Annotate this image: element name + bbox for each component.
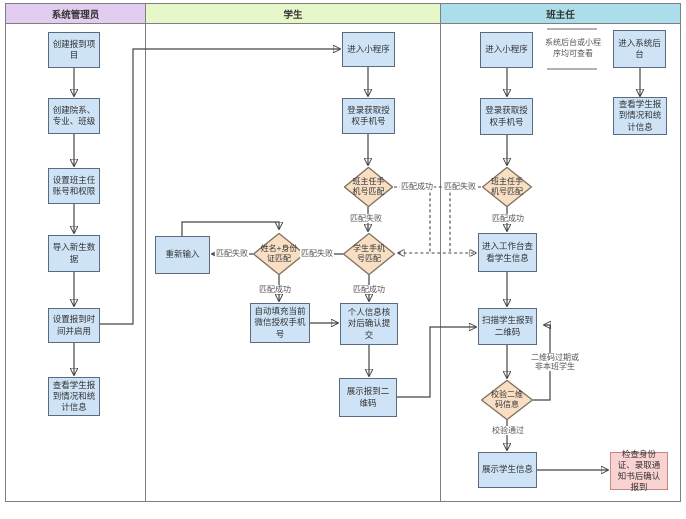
diamond-shape [253, 233, 305, 275]
diamond-shape [482, 167, 532, 207]
admin-set-teacher-account-box: 设置班主任账号和权限 [48, 168, 100, 204]
teacher-verify-qr-decision: 校验二维码信息 [481, 380, 533, 420]
admin-view-stats-box: 查看学生报到情况和统计信息 [48, 377, 100, 416]
teacher-enter-backend-box: 进入系统后台 [613, 30, 666, 68]
edge-label-match-fail: 匹配失败 [349, 214, 383, 224]
teacher-enter-workspace-box: 进入工作台查看学生信息 [478, 233, 537, 272]
edge-label-match-success: 匹配成功 [400, 182, 434, 192]
lane-teacher-title: 班主任 [546, 9, 575, 21]
teacher-show-student-info-box: 展示学生信息 [478, 452, 537, 488]
student-confirm-info-box: 个人信息核对后确认提交 [340, 303, 398, 345]
diamond-shape [481, 380, 533, 420]
admin-set-time-enable-box: 设置报到时间并启用 [48, 308, 100, 343]
student-name-id-match-decision: 姓名+身份证匹配 [253, 233, 305, 275]
edge-label-verify-pass: 校验通过 [491, 426, 525, 436]
diamond-shape [343, 233, 395, 275]
student-student-phone-match-decision: 学生手机号匹配 [343, 233, 395, 275]
edge-label-match-success: 匹配成功 [352, 285, 386, 295]
edge-label-match-fail: 匹配失败 [443, 182, 477, 192]
student-login-phone-box: 登录获取授权手机号 [342, 98, 395, 134]
teacher-confirm-registration-box: 检查身份证、录取通知书后确认报到 [610, 449, 668, 492]
teacher-view-stats-box: 查看学生报到情况和统计信息 [613, 97, 667, 135]
student-show-qr-box: 展示报到二维码 [339, 378, 397, 417]
edge-label-qr-invalid: 二维码过期或非本班学生 [529, 353, 581, 372]
teacher-enter-miniprogram-box: 进入小程序 [480, 32, 533, 68]
lane-header-teacher: 班主任 [441, 4, 680, 24]
teacher-scan-qr-box: 扫描学生报到二维码 [478, 308, 537, 345]
teacher-phone-match-decision: 班主任手机号匹配 [482, 167, 532, 207]
edge-label-match-fail: 匹配失败 [215, 249, 249, 259]
lane-header-student: 学生 [146, 4, 440, 24]
diamond-shape [344, 167, 393, 207]
lane-teacher: 班主任 [440, 3, 681, 502]
teacher-login-phone-box: 登录获取授权手机号 [480, 98, 533, 135]
student-reenter-box: 重新输入 [155, 236, 210, 274]
lane-student-title: 学生 [283, 9, 303, 21]
lane-header-admin: 系统管理员 [6, 4, 145, 24]
student-autofill-phone-box: 自动填充当前微信授权手机号 [250, 303, 310, 343]
edge-label-match-fail: 匹配失败 [300, 249, 334, 259]
edge-label-match-success: 匹配成功 [258, 285, 292, 295]
edge-label-match-success: 匹配成功 [491, 214, 525, 224]
admin-create-departments-box: 创建院系、专业、班级 [48, 98, 100, 134]
lane-admin-title: 系统管理员 [51, 9, 100, 21]
admin-import-students-box: 导入新生数据 [48, 235, 100, 272]
student-teacher-phone-match-decision: 班主任手机号匹配 [344, 167, 393, 207]
note-view-channels: 系统后台或小程序均可查看 [545, 38, 601, 59]
student-enter-miniprogram-box: 进入小程序 [342, 32, 395, 67]
admin-create-project-box: 创建报到项目 [48, 32, 100, 68]
